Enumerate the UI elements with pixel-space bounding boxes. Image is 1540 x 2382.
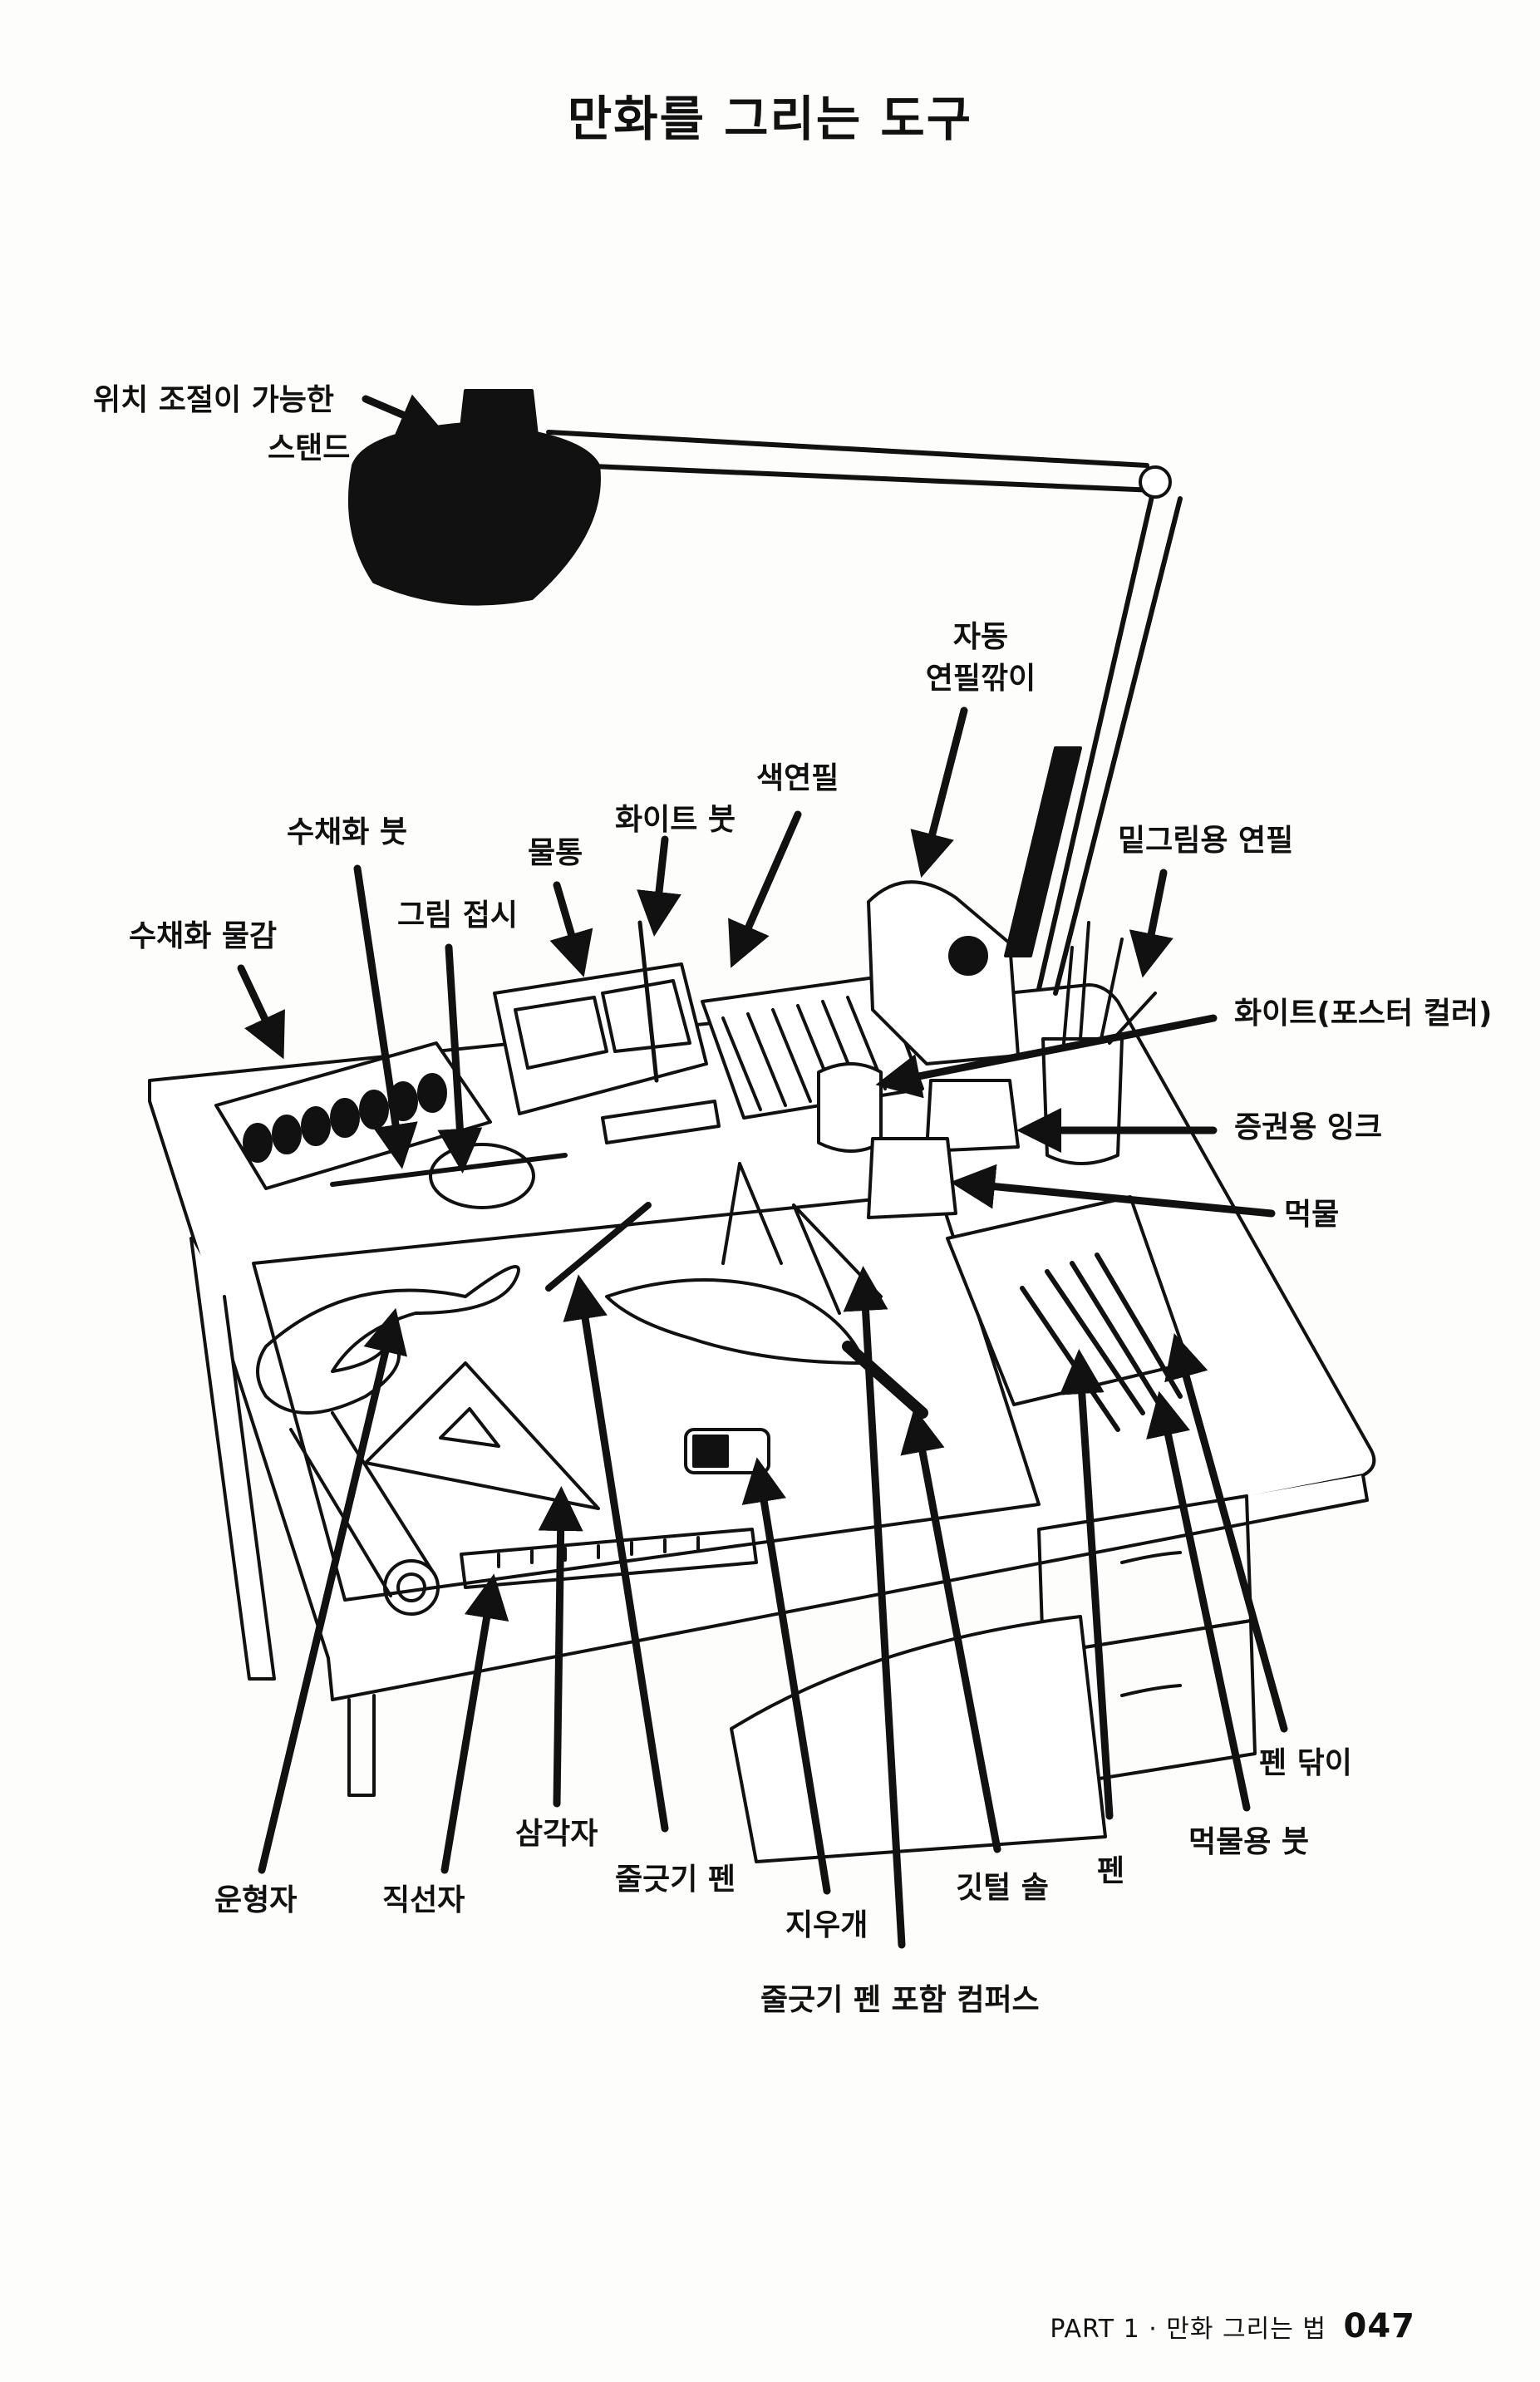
label-eraser: 지우개 bbox=[785, 1908, 868, 1942]
label-water-bucket: 물통 bbox=[528, 836, 583, 870]
label-adjustable-lamp-line1: 위치 조절이 가능한 bbox=[93, 383, 335, 417]
label-curve-ruler: 운형자 bbox=[214, 1883, 298, 1917]
label-white-brush: 화이트 붓 bbox=[615, 803, 736, 837]
label-adjustable-lamp-line2: 스탠드 bbox=[268, 431, 351, 465]
white-brush-shape bbox=[637, 920, 659, 1083]
pencil-sharpener-shape bbox=[867, 880, 1020, 1066]
label-feather-brush: 깃털 솔 bbox=[956, 1871, 1049, 1905]
white-tube bbox=[601, 1100, 721, 1144]
water-bucket-shape bbox=[493, 962, 708, 1115]
footer-section-title: PART 1 · 만화 그리는 법 bbox=[1050, 2315, 1326, 2344]
pencil-cup bbox=[1041, 1037, 1124, 1165]
label-compass: 줄긋기 펜 포함 컴퍼스 bbox=[760, 1983, 1040, 2017]
label-colored-pencil: 색연필 bbox=[756, 761, 839, 795]
label-pen-wiper: 펜 닦이 bbox=[1259, 1746, 1352, 1780]
label-auto-sharpener-line2: 연필깎이 bbox=[925, 662, 1036, 696]
label-securities-ink: 증권용 잉크 bbox=[1234, 1110, 1383, 1144]
label-auto-sharpener-line1: 자동 bbox=[952, 620, 1009, 654]
paint-tubes bbox=[243, 1073, 447, 1163]
label-ruling-pen: 줄긋기 펜 bbox=[615, 1863, 736, 1897]
curve-ruler-shape bbox=[256, 1265, 520, 1415]
page-title: 만화를 그리는 도구 bbox=[567, 91, 973, 147]
label-straight-ruler: 직선자 bbox=[382, 1883, 465, 1917]
desk-front-edge bbox=[327, 1474, 1369, 1701]
label-pen: 펜 bbox=[1097, 1854, 1125, 1888]
desk-leg-left bbox=[189, 1237, 276, 1681]
label-triangle: 삼각자 bbox=[515, 1817, 598, 1851]
page-number: 047 bbox=[1343, 2307, 1415, 2345]
desk-leg-front bbox=[347, 1694, 376, 1797]
ink-jar bbox=[867, 1137, 957, 1219]
label-watercolor-brush: 수채화 붓 bbox=[287, 815, 408, 849]
lamp-shade bbox=[347, 422, 601, 606]
lamp-arm bbox=[546, 430, 1183, 996]
paint-dish-shape bbox=[429, 1143, 535, 1209]
drawer-handle-2 bbox=[1120, 1684, 1182, 1697]
label-white-poster-color: 화이트(포스터 컬러) bbox=[1234, 997, 1493, 1031]
label-watercolor-paint: 수채화 물감 bbox=[129, 919, 278, 953]
label-paint-dish: 그림 접시 bbox=[397, 898, 519, 933]
page-footer: PART 1 · 만화 그리는 법 047 bbox=[1050, 2307, 1415, 2345]
drawer-handle-1 bbox=[1120, 1551, 1182, 1564]
rolled-paper bbox=[289, 1411, 434, 1597]
label-ink-brush: 먹물용 붓 bbox=[1188, 1825, 1310, 1859]
chair-back bbox=[730, 1615, 1107, 1863]
pointer-arrows bbox=[237, 394, 1288, 1949]
compass-shape bbox=[721, 1162, 883, 1315]
triangle-ruler-shape bbox=[364, 1361, 600, 1510]
label-ink: 먹물 bbox=[1284, 1198, 1340, 1232]
straight-ruler-shape bbox=[460, 1528, 758, 1589]
label-sketch-pencil: 밑그림용 연필 bbox=[1118, 824, 1294, 858]
